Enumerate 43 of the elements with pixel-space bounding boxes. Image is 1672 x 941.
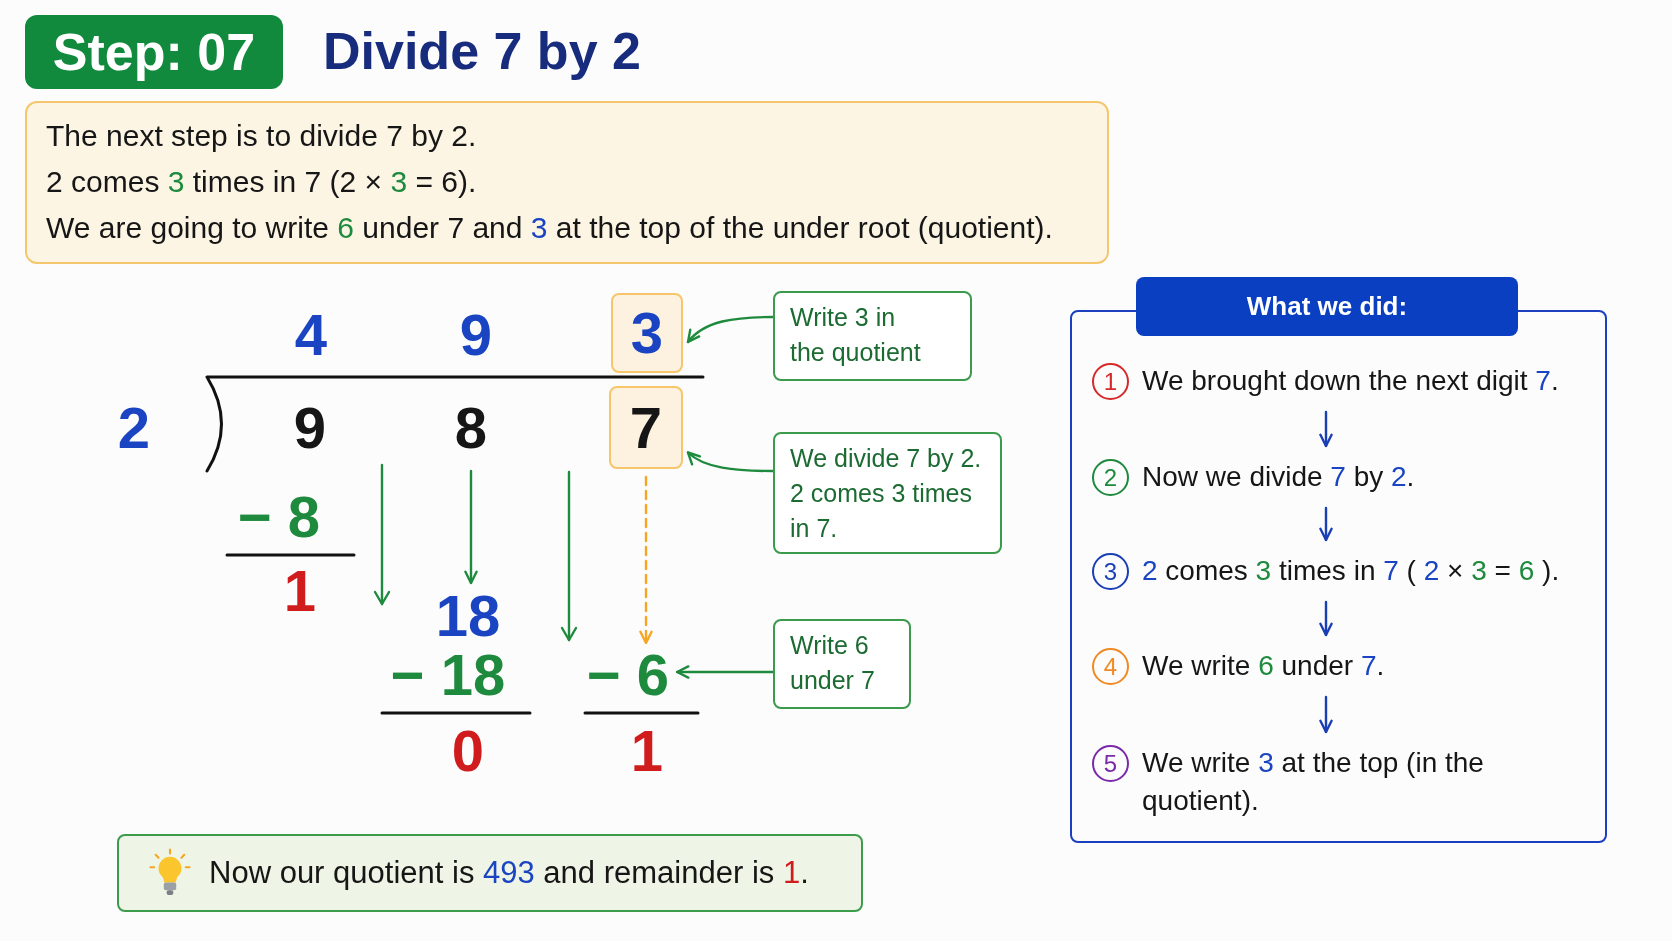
bring-down-arrow	[464, 469, 478, 585]
tip-box	[117, 834, 863, 912]
step-text: 2 comes 3 times in 7 ( 2 × 3 = 6 ).	[1142, 552, 1560, 590]
quotient-digit: 9	[459, 306, 493, 364]
step-text: We brought down the next digit 7.	[1142, 362, 1559, 400]
quotient-digit-box: 3	[611, 293, 683, 373]
subtracted-number: − 6	[586, 646, 670, 704]
tip-text: Now our quotient is 493 and remainder is 1.	[209, 854, 809, 892]
remainder: 1	[630, 722, 664, 780]
dividend-digit: 9	[293, 399, 327, 457]
subtracted-number: − 18	[390, 646, 506, 704]
dividend-digit-box: 7	[609, 386, 683, 469]
page-title: Divide 7 by 2	[323, 21, 641, 82]
callout-arrow	[686, 451, 775, 473]
flow-arrow	[1319, 695, 1333, 734]
step-text: We write 6 under 7.	[1142, 647, 1385, 685]
dividend-digit: 8	[454, 399, 488, 457]
callout-text: We divide 7 by 2. 2 comes 3 times in 7.	[790, 443, 983, 544]
callout-box	[773, 432, 1002, 554]
callout-arrow	[686, 315, 775, 344]
panel-header: What we did:	[1136, 277, 1518, 336]
step-badge: Step: 07	[25, 15, 283, 89]
step-text: Now we divide 7 by 2.	[1142, 458, 1415, 496]
instruction-box	[25, 101, 1109, 264]
brought-down-number: 18	[435, 587, 501, 645]
callout-box	[773, 291, 972, 381]
quotient-digit: 4	[294, 306, 328, 364]
subtracted-number: − 8	[237, 488, 321, 546]
instruction-text: The next step is to divide 7 by 2.	[46, 118, 477, 154]
divisor: 2	[117, 399, 151, 457]
instruction-text: We are going to write 6 under 7 and 3 at the top of the under root (quotient).	[46, 210, 1053, 246]
callout-box	[773, 619, 911, 709]
instruction-text: 2 comes 3 times in 7 (2 × 3 = 6).	[46, 164, 477, 200]
flow-arrow	[1319, 410, 1333, 448]
step-text: We write 3 at the top (in the quotient).	[1142, 744, 1522, 820]
callout-arrow	[675, 665, 775, 679]
flow-arrow	[1319, 506, 1333, 542]
remainder: 0	[451, 722, 485, 780]
callout-text: Write 3 in the quotient	[790, 302, 922, 368]
remainder: 1	[283, 562, 317, 620]
dashed-arrow	[639, 475, 653, 645]
callout-text: Write 6 under 7	[790, 630, 876, 696]
flow-arrow	[1319, 600, 1333, 637]
